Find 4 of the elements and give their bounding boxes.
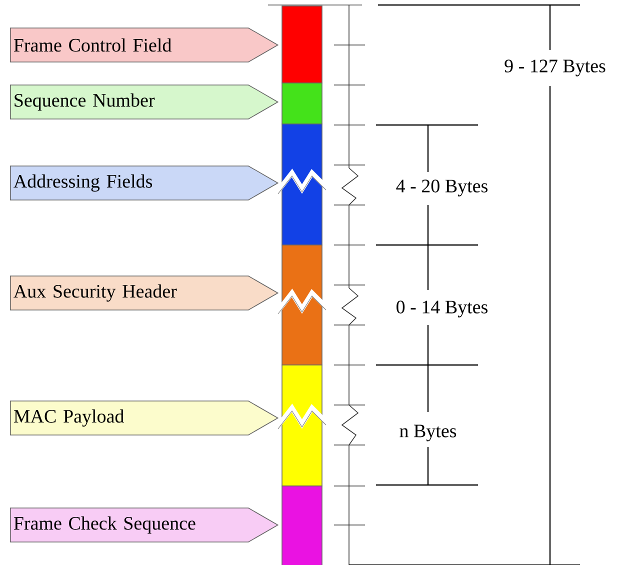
size-label: 0 - 14 Bytes bbox=[394, 298, 490, 320]
size-label: n Bytes bbox=[397, 422, 459, 444]
size-label: 9 - 127 Bytes bbox=[502, 58, 608, 78]
size-label: 4 - 20 Bytes bbox=[394, 178, 490, 198]
